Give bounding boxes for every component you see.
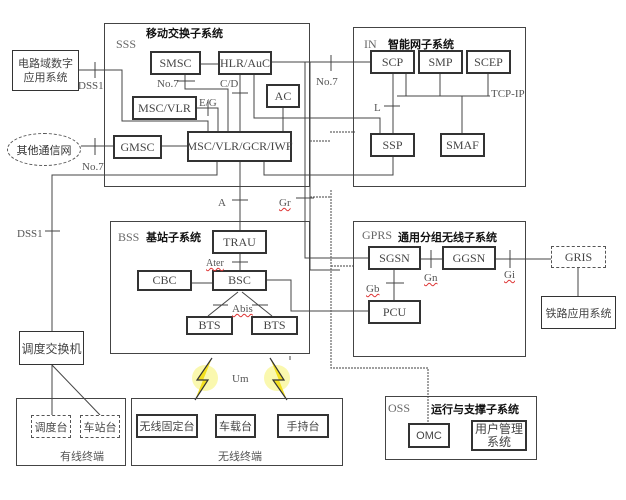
node-scep[interactable]: SCEP [466,50,511,74]
node-handheld[interactable]: 手持台 [277,414,329,438]
node-smaf[interactable]: SMAF [440,133,485,157]
interface-ater: Ater [206,258,224,269]
interface-a: A [218,197,226,209]
interface-abis: Abis [232,303,253,315]
link-dispatch-station [51,364,101,416]
gprs-title: 通用分组无线子系统 [398,231,497,244]
node-bts-2[interactable]: BTS [251,316,298,335]
node-msc-vlr-gcr-iwf[interactable]: MSC/VLR/GCR/IWF [186,131,293,162]
group-wireless-terminals [131,398,343,466]
link-dss1-circuit-app [79,69,209,140]
node-ssp[interactable]: SSP [370,133,415,157]
sss-title: 移动交换子系统 [146,27,223,40]
user-mgmt-label: 用户管理系统 [474,421,523,449]
interface-no7-gmsc: No.7 [82,161,104,173]
interface-gr: Gr [279,197,291,209]
node-msc-vlr[interactable]: MSC/VLR [132,96,197,120]
link-hlr-sgsn-gr [304,62,368,259]
subsystem-gprs [353,221,526,357]
in-title: 智能网子系统 [388,38,454,51]
link-omc-dotted [330,190,429,423]
interface-dss1-top: DSS1 [78,80,104,92]
oss-code: OSS [388,401,411,415]
link-bsc-bts2 [241,291,273,317]
lightning-icon-left [192,357,218,401]
interface-tcp-ip: TCP-IP [491,88,525,100]
node-scp[interactable]: SCP [370,50,415,74]
subsystem-oss [385,396,537,460]
link-bsc-pcu [267,279,368,312]
node-bts-1[interactable]: BTS [186,316,233,335]
link-smsc-msc [184,75,229,140]
node-pcu[interactable]: PCU [368,300,421,324]
link-msc-ssp [263,157,394,176]
node-railway-app[interactable]: 铁路应用系统 [541,296,616,329]
node-ac[interactable]: AC [266,84,300,108]
interface-no7-in: No.7 [316,76,338,88]
link-bsc-bts1 [207,291,239,317]
interface-um: Um [232,373,249,385]
node-circuit-data-app[interactable]: 电路域数字应用系统 [12,50,79,91]
node-gmsc[interactable]: GMSC [113,135,162,159]
group-wired-terminals [16,398,126,466]
wireless-terminals-label: 无线终端 [218,451,262,463]
subsystem-bss [110,221,310,354]
node-other-network[interactable]: 其他通信网 [7,133,81,166]
node-ggsn[interactable]: GGSN [442,246,496,270]
interface-gi: Gi [504,269,515,281]
node-dispatch-desk[interactable]: 调度台 [31,415,71,438]
node-smp[interactable]: SMP [418,50,463,74]
node-user-mgmt[interactable]: 用户管理系统 [471,420,527,451]
interface-gb: Gb [366,283,380,295]
bss-code: BSS [118,230,140,244]
interface-gn: Gn [424,272,438,284]
link-trunk [309,62,340,271]
node-sgsn[interactable]: SGSN [368,246,421,270]
interface-eg: E/G [199,97,217,109]
node-trau[interactable]: TRAU [212,230,267,254]
subsystem-sss [104,23,310,187]
interface-no7-smsc: No.7 [157,78,179,90]
node-hlr-auc[interactable]: HLR/AuC [218,51,272,75]
link-mscvlr-msc [197,107,219,140]
node-gris[interactable]: GRIS [551,246,606,268]
node-dispatch-switch[interactable]: 调度交换机 [19,331,84,365]
interface-l: L [374,102,381,114]
wired-terminals-label: 有线终端 [60,451,104,463]
interface-cd: C/D [220,78,239,90]
link-msc-dispatch [51,161,218,331]
link-hlr-ssp [253,75,381,133]
lightning-icon-right [264,357,290,401]
gprs-code: GPRS [362,228,393,242]
node-vehicle-radio[interactable]: 车载台 [215,414,256,438]
subsystem-in [353,27,526,187]
bss-title: 基站子系统 [146,231,201,244]
node-station-desk[interactable]: 车站台 [80,415,120,438]
oss-title: 运行与支撑子系统 [431,403,519,416]
node-wireless-fixed[interactable]: 无线固定台 [136,414,198,438]
in-code: IN [364,37,377,51]
hlr-auc-label: HLR/AuC [220,55,271,70]
node-bsc[interactable]: BSC [212,270,267,291]
interface-dss1-left: DSS1 [17,228,43,240]
node-omc[interactable]: OMC [408,423,450,448]
node-cbc[interactable]: CBC [137,270,192,291]
circuit-data-app-label: 电路域数字应用系统 [18,56,73,84]
sss-code: SSS [116,37,137,51]
node-smsc[interactable]: SMSC [150,51,201,75]
